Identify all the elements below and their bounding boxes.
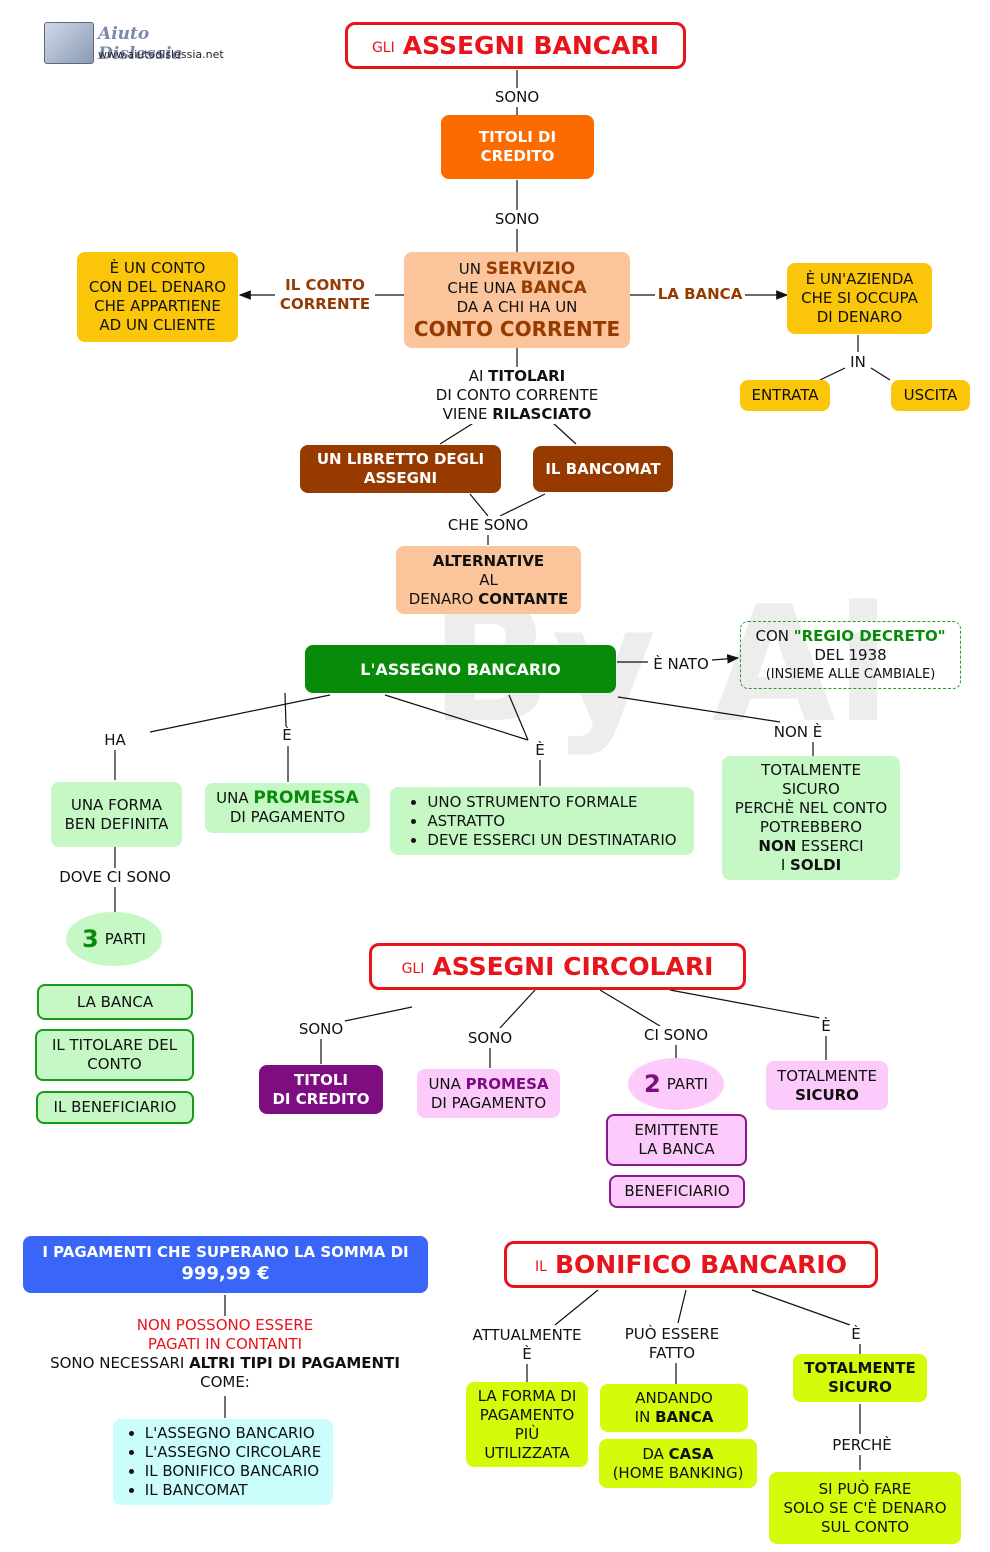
label-dove-ci-sono: DOVE CI SONO: [57, 868, 173, 887]
label-ha: HA: [102, 731, 128, 750]
label-e-b: È: [849, 1325, 863, 1344]
node-promessa: UNA PROMESSA DI PAGAMENTO: [205, 783, 370, 833]
list-item: L'ASSEGNO CIRCOLARE: [145, 1443, 321, 1462]
node-in-banca: ANDANDO IN BANCA: [600, 1384, 748, 1432]
node-circ-promesa: UNA PROMESA DI PAGAMENTO: [417, 1069, 560, 1118]
label-sono-c2: SONO: [465, 1029, 515, 1048]
node-da-casa: DA CASA (HOME BANKING): [599, 1439, 757, 1488]
label-sono-c1: SONO: [296, 1020, 346, 1039]
label-in: IN: [848, 353, 868, 372]
label-e-c: È: [819, 1017, 833, 1036]
label-la-banca: LA BANCA: [655, 285, 745, 304]
label-ci-sono: CI SONO: [641, 1026, 711, 1045]
label-e-nato: È NATO: [651, 655, 711, 674]
node-pagamenti-list: L'ASSEGNO BANCARIO L'ASSEGNO CIRCOLARE I…: [113, 1419, 333, 1505]
node-assegno-bancario: L'ASSEGNO BANCARIO: [305, 645, 616, 693]
node-uscita: USCITA: [891, 380, 970, 411]
node-totalmente-sicuro: TOTALMENTE SICURO PERCHÈ NEL CONTO POTRE…: [722, 756, 900, 880]
list-item: UNO STRUMENTO FORMALE: [427, 793, 676, 812]
node-regio-decreto: CON "REGIO DECRETO" DEL 1938 (INSIEME AL…: [740, 621, 961, 689]
list-item: IL BONIFICO BANCARIO: [145, 1462, 321, 1481]
list-item: IL BANCOMAT: [145, 1481, 321, 1500]
label-non-e: NON È: [771, 723, 825, 742]
node-parte-beneficiario: IL BENEFICIARIO: [36, 1091, 194, 1124]
node-entrata: ENTRATA: [740, 380, 830, 411]
label-e-1: È: [280, 726, 294, 745]
label-non-possono: NON POSSONO ESSERE PAGATI IN CONTANTI SO…: [48, 1316, 402, 1392]
logo-name: Aiuto Dislessia: [98, 24, 183, 64]
logo[interactable]: Aiuto Dislessia www.aiutodislessia.net: [44, 22, 234, 68]
book-icon: [44, 22, 94, 64]
label-sono-1: SONO: [492, 88, 542, 107]
label-perche: PERCHÈ: [830, 1436, 894, 1455]
node-bancomat: IL BANCOMAT: [533, 446, 673, 492]
label-sono-2: SONO: [492, 210, 542, 229]
node-parte-banca: LA BANCA: [37, 984, 193, 1020]
list-item: DEVE ESSERCI UN DESTINATARIO: [427, 831, 676, 850]
list-item: ASTRATTO: [427, 812, 676, 831]
list-item: L'ASSEGNO BANCARIO: [145, 1424, 321, 1443]
node-servizio: UN SERVIZIO CHE UNA BANCA DA A CHI HA UN…: [404, 252, 630, 348]
node-alternative: ALTERNATIVE AL DENARO CONTANTE: [396, 546, 581, 614]
logo-url: www.aiutodislessia.net: [98, 48, 224, 61]
node-strumento: UNO STRUMENTO FORMALE ASTRATTO DEVE ESSE…: [390, 787, 694, 855]
label-e-2: È: [533, 741, 547, 760]
node-parte-titolare: IL TITOLARE DEL CONTO: [35, 1029, 194, 1081]
label-che-sono: CHE SONO: [445, 516, 531, 535]
label-titolari: AI TITOLARI DI CONTO CORRENTE VIENE RILA…: [433, 367, 601, 424]
node-circ-beneficiario: BENEFICIARIO: [609, 1175, 745, 1208]
